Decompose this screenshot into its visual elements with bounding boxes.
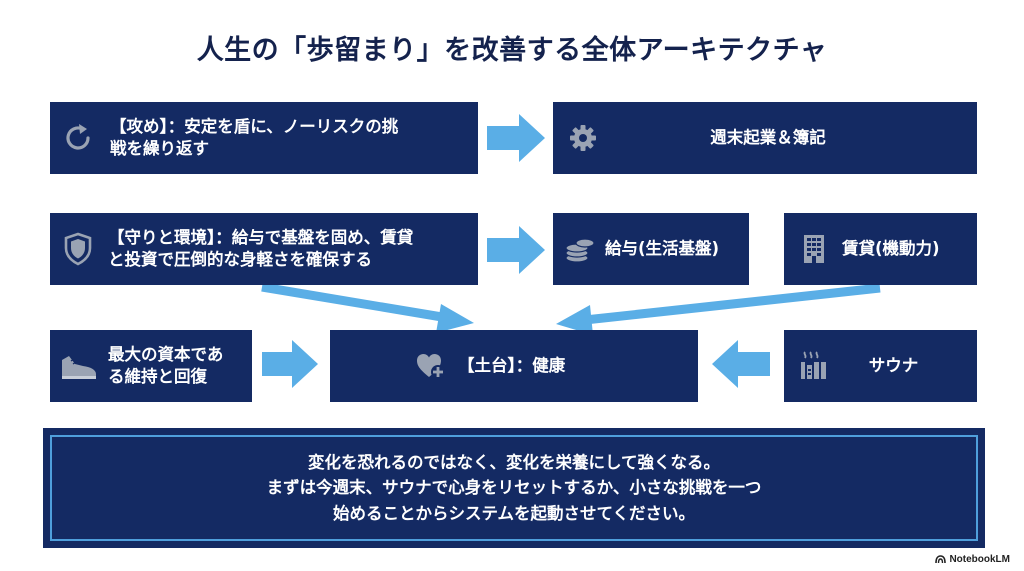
gear-icon [567, 122, 599, 154]
attack-box: 【攻め】：安定を盾に、ノーリスクの挑 戦を繰り返す [50, 102, 478, 174]
attack-text-line2: 戦を繰り返す [110, 139, 209, 158]
side-business-box: 週末起業＆簿記 [553, 102, 977, 174]
capital-text-line1: 最大の資本であ [108, 344, 224, 364]
capital-box: 最大の資本であ る維持と回復 [50, 330, 252, 402]
salary-label: 給与(生活基盤) [605, 238, 720, 258]
arrow-attack-to-business [487, 114, 545, 162]
foundation-label: 【土台】：健康 [458, 355, 566, 375]
message-panel: 変化を恐れるのではなく、変化を栄養にして強くなる。 まずは今週末、サウナで心身を… [43, 428, 985, 548]
page-title: 人生の「歩留まり」を改善する全体アーキテクチャ [196, 35, 828, 66]
shield-icon [60, 231, 96, 267]
sauna-label: サウナ [868, 355, 919, 375]
heart-plus-icon [414, 349, 448, 383]
refresh-icon [60, 120, 96, 156]
capital-text-line2: る維持と回復 [108, 367, 207, 386]
arrow-defense-to-health-shaft [261, 282, 449, 323]
defense-text-line1: 【守りと環境】：給与で基盤を固め、賃貸 [108, 227, 414, 247]
watermark-text: NotebookLM [949, 554, 1010, 565]
attack-text-line1: 【攻め】：安定を盾に、ノーリスクの挑 [110, 116, 399, 136]
arrow-sauna-to-health [712, 340, 770, 388]
arrow-capital-to-health [262, 340, 318, 388]
rental-box: 賃貸(機動力) [784, 213, 977, 285]
sauna-box: サウナ [784, 330, 977, 402]
message-line3: 始めることからシステムを起動させてください。 [332, 503, 695, 523]
message-line2: まずは今週末、サウナで心身をリセットするか、小さな挑戦を一つ [266, 478, 762, 498]
shoe-icon [58, 349, 100, 383]
notebooklm-logo-icon [935, 555, 947, 564]
arrow-defense-to-salary [487, 226, 545, 274]
side-business-label: 週末起業＆簿記 [710, 127, 826, 147]
rental-label: 賃貸(機動力) [842, 238, 940, 258]
message-line1: 変化を恐れるのではなく、変化を栄養にして強くなる。 [307, 452, 720, 472]
coins-icon [563, 232, 597, 266]
defense-box: 【守りと環境】：給与で基盤を固め、賃貸 と投資で圧倒的な身軽さを確保する [50, 213, 478, 285]
building-icon [800, 232, 828, 266]
arrow-defense-to-health-head [436, 304, 474, 333]
notebooklm-watermark: NotebookLM [935, 554, 1010, 565]
arrow-rental-to-health-shaft [584, 283, 881, 325]
foundation-box: 【土台】：健康 [330, 330, 698, 402]
message-frame: 変化を恐れるのではなく、変化を栄養にして強くなる。 まずは今週末、サウナで心身を… [50, 435, 978, 541]
sauna-icon [796, 348, 830, 384]
defense-text-line2: と投資で圧倒的な身軽さを確保する [108, 250, 372, 269]
arrow-rental-to-health-head [556, 305, 593, 335]
salary-box: 給与(生活基盤) [553, 213, 749, 285]
